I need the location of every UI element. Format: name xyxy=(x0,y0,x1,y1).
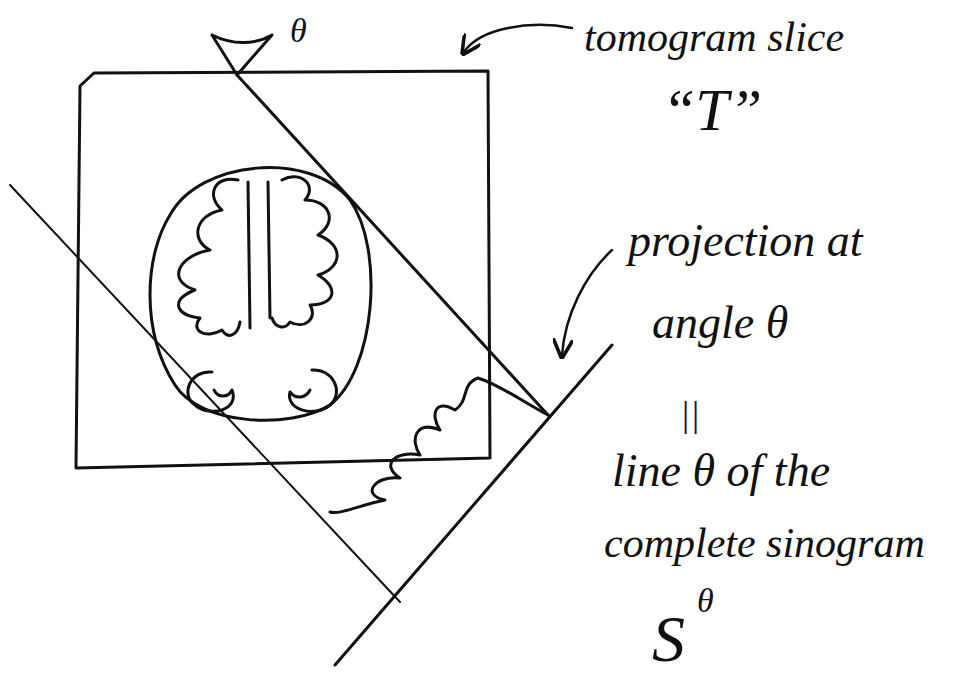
projection-profile xyxy=(330,378,548,513)
ventricle-right xyxy=(289,370,336,412)
sinogram-symbol: S xyxy=(652,606,685,672)
tomogram-square xyxy=(76,71,490,468)
equals-mark: || xyxy=(680,396,700,432)
slice-symbol: “T” xyxy=(662,80,762,140)
ray-line xyxy=(237,75,548,415)
sinogram-superscript: θ xyxy=(697,584,714,618)
slice-label: tomogram slice xyxy=(584,16,844,58)
sinogram-label: complete sinogram xyxy=(604,522,925,564)
projection-label: projection at xyxy=(628,218,863,264)
ventricle-left xyxy=(188,372,233,411)
brain-outline xyxy=(150,168,371,421)
projection-callout-arrow xyxy=(562,250,612,355)
ray-line-lower xyxy=(10,185,400,602)
slice-callout-arrow xyxy=(464,25,572,52)
angle-symbol: θ xyxy=(290,14,307,48)
angle-fan xyxy=(212,35,272,75)
projection-label: angle θ xyxy=(652,300,788,346)
brain-left-gyri xyxy=(179,179,240,335)
detector-line xyxy=(335,345,612,665)
sinogram-label: line θ of the xyxy=(612,448,830,494)
brain-midline xyxy=(248,182,270,328)
brain-right-gyri xyxy=(272,177,337,327)
